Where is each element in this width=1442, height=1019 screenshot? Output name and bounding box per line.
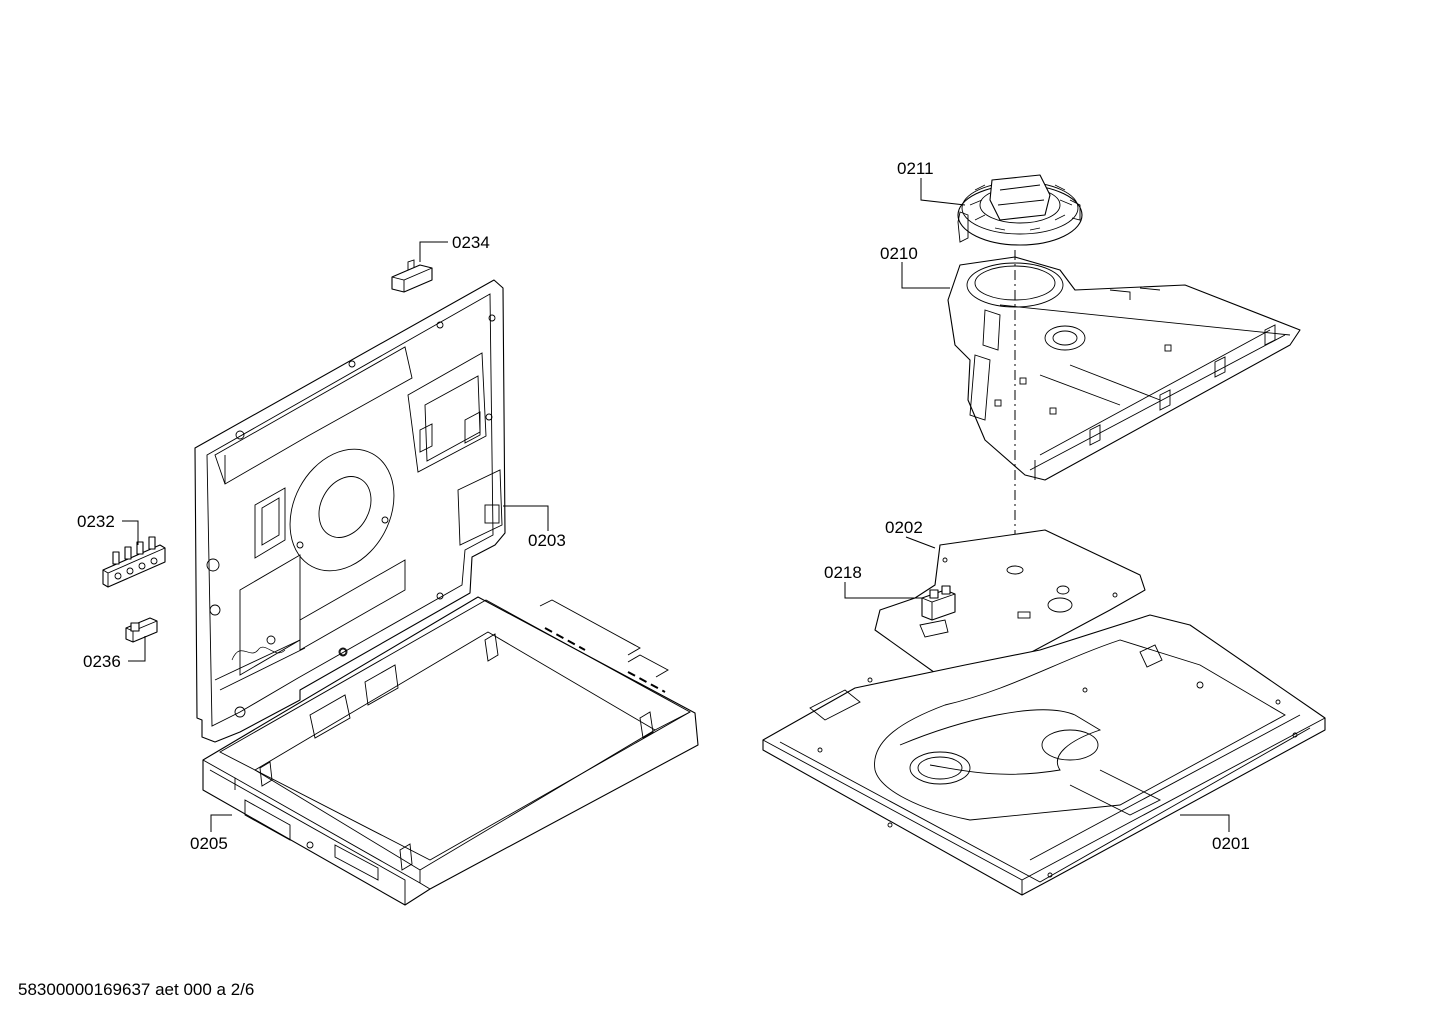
leader-0211 <box>920 178 966 206</box>
part-0234-component <box>391 259 433 293</box>
part-0201-base-plate <box>762 614 1326 896</box>
label-0234: 0234 <box>452 233 490 252</box>
label-0201: 0201 <box>1212 834 1250 853</box>
label-0232: 0232 <box>77 512 115 531</box>
label-0218: 0218 <box>824 563 862 582</box>
leader-0210 <box>901 262 950 289</box>
label-0236: 0236 <box>83 652 121 671</box>
part-0211-fan <box>957 174 1083 246</box>
leader-0201 <box>1180 814 1230 832</box>
part-0236-connector <box>125 617 158 643</box>
label-0202: 0202 <box>885 518 923 537</box>
leader-0232 <box>122 520 139 545</box>
part-0203-back-panel <box>194 279 506 743</box>
document-id-footer: 58300000169637 aet 000 a 2/6 <box>18 980 255 999</box>
label-0205: 0205 <box>190 834 228 853</box>
label-0211: 0211 <box>897 159 934 178</box>
leader-0218 <box>844 582 922 599</box>
leader-0202 <box>905 536 936 549</box>
leader-lines <box>122 178 1230 832</box>
leader-0205 <box>210 814 232 832</box>
label-0203: 0203 <box>528 531 566 550</box>
part-0210-housing <box>947 256 1301 481</box>
leader-0203 <box>503 505 549 531</box>
part-0218-switch <box>921 585 956 621</box>
leader-0234 <box>419 241 448 262</box>
part-0205-bottom-tray <box>202 596 699 906</box>
label-0210: 0210 <box>880 244 918 263</box>
leader-0236 <box>128 636 146 662</box>
part-0232-terminal-block <box>102 536 166 588</box>
